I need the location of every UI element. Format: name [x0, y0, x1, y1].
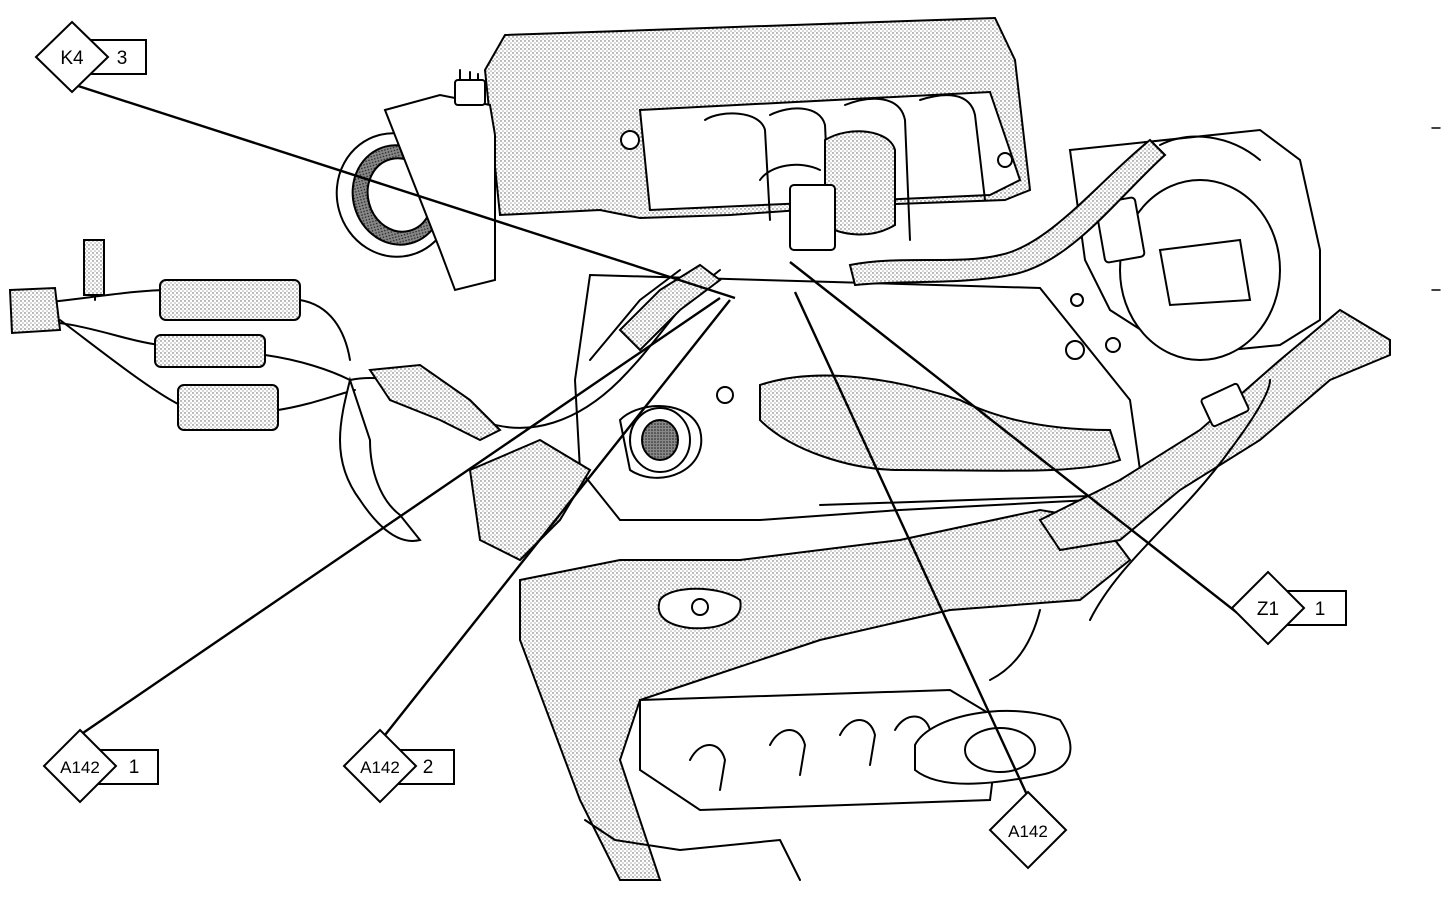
callout-a142-code: A142 — [1008, 822, 1048, 841]
callout-k4-3: K4 3 — [34, 20, 147, 94]
callout-z1-1-num: 1 — [1315, 599, 1326, 620]
right-accessory — [1068, 128, 1321, 361]
callout-k4-3-num: 3 — [117, 48, 128, 69]
leader-a142-1 — [79, 297, 721, 736]
callout-a142-1-code: A142 — [60, 758, 100, 777]
engine-block — [573, 273, 1142, 521]
callout-z1-1: Z1 1 — [1230, 570, 1347, 646]
callout-a142-2: A142 2 — [342, 728, 455, 804]
callout-a142-1-num: 1 — [129, 757, 140, 778]
callout-a142-2-num: 2 — [423, 757, 434, 778]
leader-a142 — [793, 291, 1030, 798]
ignition-coil — [759, 130, 896, 251]
leader-lines — [71, 82, 1269, 798]
wiring-harness — [8, 239, 722, 542]
callout-a142: A142 — [988, 790, 1068, 870]
leader-a142-2 — [384, 299, 731, 736]
left-bracket — [468, 438, 592, 562]
right-bracket — [1038, 308, 1391, 552]
edge-ticks — [1431, 127, 1441, 291]
lower-block — [519, 508, 1132, 881]
engine-illustration — [8, 16, 1391, 881]
leader-z1-1 — [789, 261, 1269, 638]
o2-sensor-wire — [989, 379, 1271, 681]
callout-a142-1: A142 1 — [42, 728, 159, 804]
callout-a142-2-code: A142 — [360, 758, 400, 777]
callout-k4-3-code: K4 — [60, 48, 84, 69]
top-hose — [848, 135, 1261, 287]
throttle-body — [335, 69, 496, 292]
leader-k4-3 — [71, 82, 736, 300]
intake-plenum — [483, 16, 1032, 241]
callout-z1-1-code: Z1 — [1257, 599, 1279, 620]
